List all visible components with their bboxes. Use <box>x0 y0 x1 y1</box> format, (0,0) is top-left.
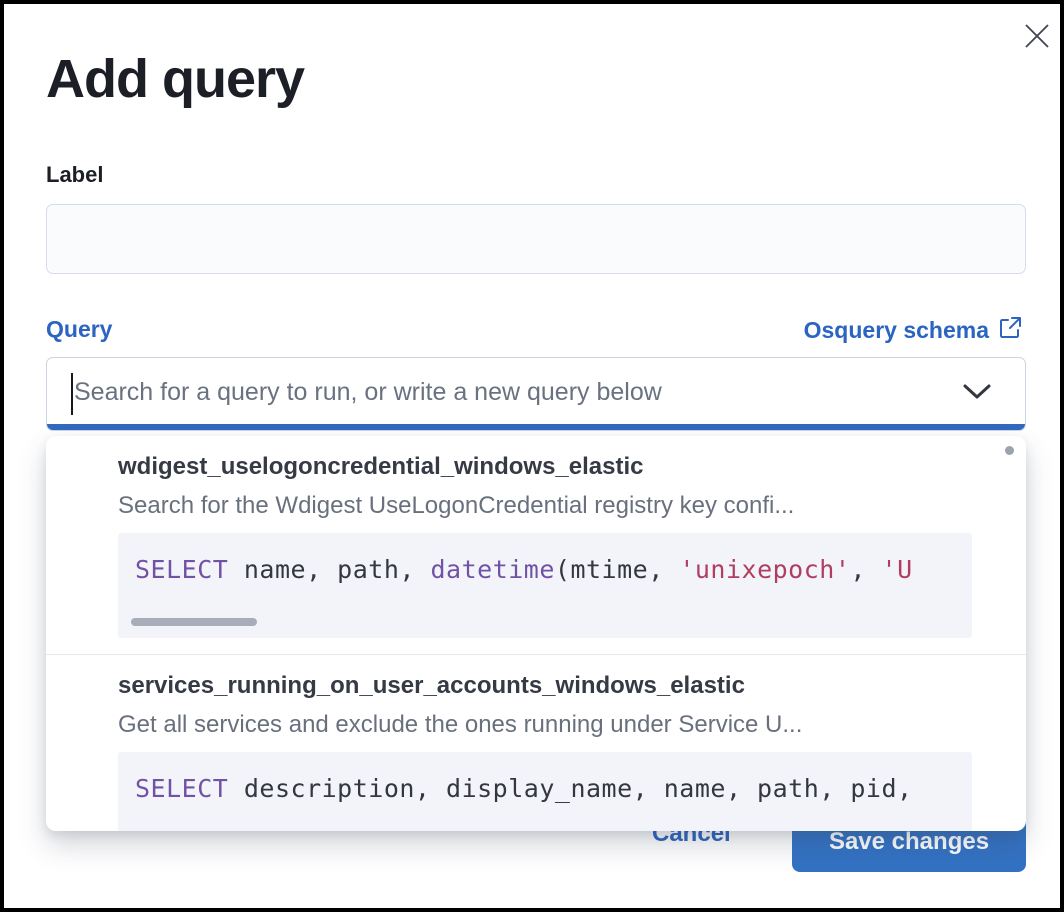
close-icon <box>1024 23 1050 52</box>
sql-token: 'unixepoch' <box>679 555 851 584</box>
osquery-schema-link[interactable]: Osquery schema <box>804 316 1022 345</box>
page-title: Add query <box>46 49 305 109</box>
sql-token: , <box>850 555 882 584</box>
sql-token: description, display_name, name, path, p… <box>228 774 913 803</box>
list-item[interactable]: wdigest_uselogoncredential_windows_elast… <box>46 453 1026 655</box>
sql-token: datetime <box>430 555 555 584</box>
query-search-combobox[interactable]: Search for a query to run, or write a ne… <box>46 357 1026 431</box>
label-field-label: Label <box>46 162 104 187</box>
query-option-title: wdigest_uselogoncredential_windows_elast… <box>118 453 644 480</box>
query-suggestions-dropdown: wdigest_uselogoncredential_windows_elast… <box>46 436 1026 831</box>
query-option-title: services_running_on_user_accounts_window… <box>118 672 745 699</box>
divider <box>46 654 1026 655</box>
query-option-description: Search for the Wdigest UseLogonCredentia… <box>118 492 795 519</box>
close-button[interactable] <box>1018 18 1056 56</box>
sql-token: (mtime, <box>554 555 680 584</box>
sql-code-line: SELECT name, path, datetime(mtime, 'unix… <box>135 555 913 584</box>
query-option-description: Get all services and exclude the ones ru… <box>118 711 803 738</box>
query-code-preview: SELECT description, display_name, name, … <box>118 752 972 831</box>
osquery-schema-link-label: Osquery schema <box>803 317 989 343</box>
list-item[interactable]: services_running_on_user_accounts_window… <box>46 672 1026 831</box>
external-link-icon <box>999 316 1022 345</box>
chevron-down-icon[interactable] <box>961 382 993 407</box>
query-code-preview: SELECT name, path, datetime(mtime, 'unix… <box>118 533 972 638</box>
query-search-placeholder: Search for a query to run, or write a ne… <box>74 377 662 406</box>
horizontal-scrollbar-thumb[interactable] <box>131 618 257 626</box>
focus-underline <box>47 424 1025 430</box>
sql-token: 'U <box>881 555 913 584</box>
text-caret <box>71 373 73 415</box>
scrollbar-thumb[interactable] <box>1005 446 1014 455</box>
sql-token: name, path, <box>228 555 431 584</box>
label-input[interactable] <box>46 204 1026 274</box>
sql-token: SELECT <box>135 774 229 803</box>
sql-code-line: SELECT description, display_name, name, … <box>135 774 913 803</box>
query-field-label: Query <box>46 316 113 342</box>
sql-token: SELECT <box>135 555 229 584</box>
